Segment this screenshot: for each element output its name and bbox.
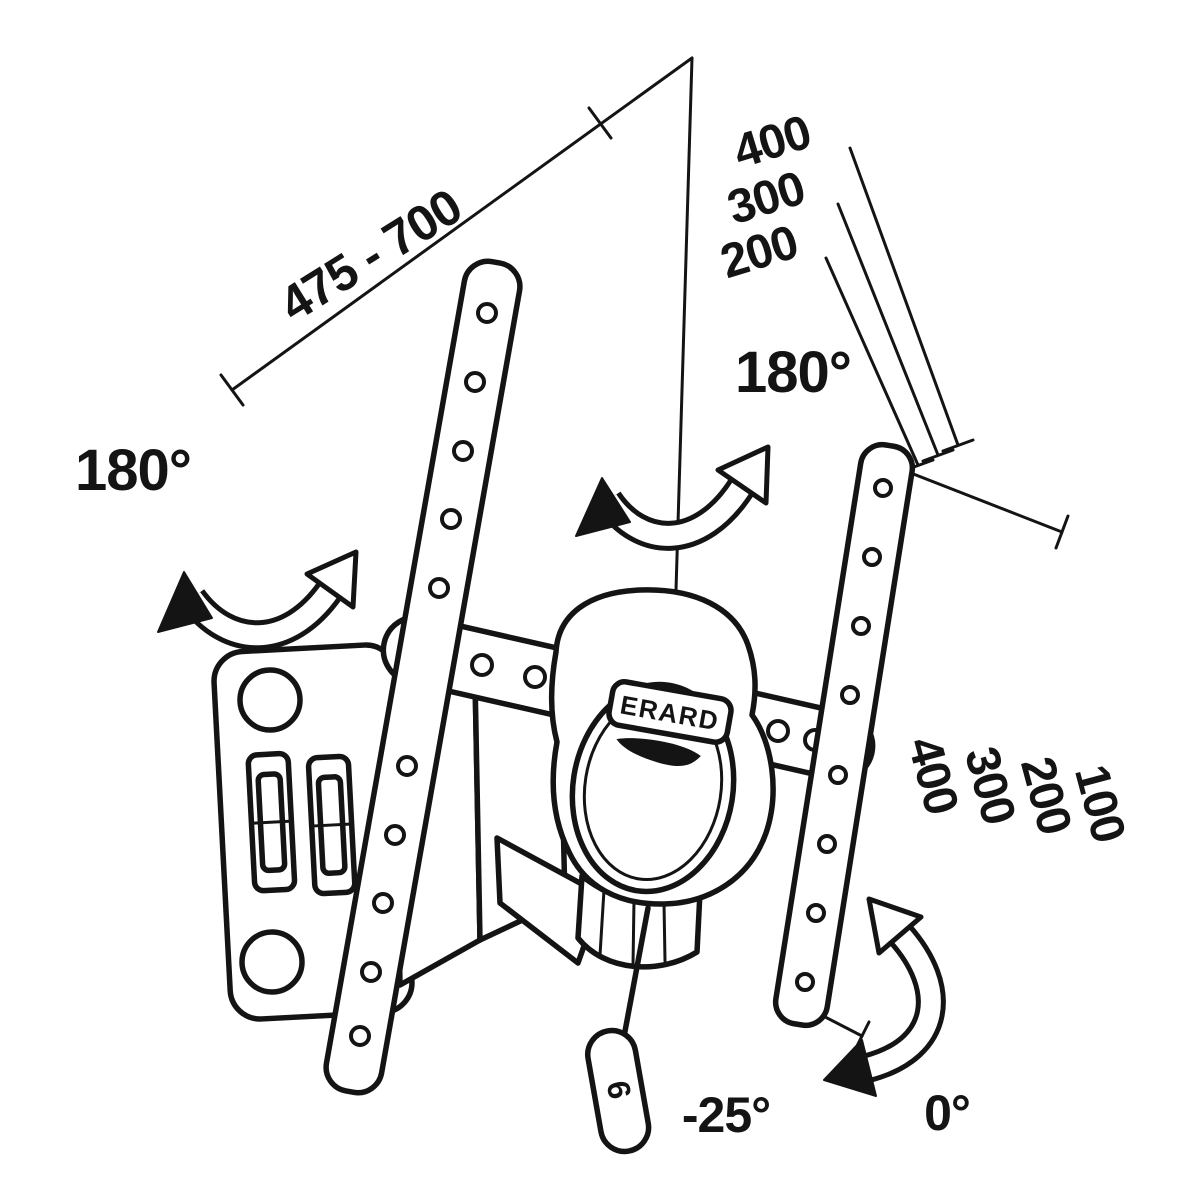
rail-hole (851, 616, 871, 636)
dimension-tick (587, 106, 613, 140)
arm-extension-line (230, 56, 694, 392)
swivel-left-angle-label: 180° (75, 438, 191, 503)
swivel-top-angle-label: 180° (735, 340, 851, 405)
swivel-arrow-left-icon (157, 549, 359, 651)
rail-hole (396, 755, 418, 777)
cylinder-ridge (598, 888, 606, 957)
rail-hole (840, 685, 860, 705)
pendulum-cord (620, 905, 651, 1045)
rail-hole (349, 1025, 371, 1047)
arrow-open-head (304, 549, 359, 610)
rail-hole (428, 577, 450, 599)
dimension-tick (941, 438, 975, 453)
arrow-solid-head (157, 571, 213, 633)
pendulum-tag: 6 (584, 1027, 652, 1155)
arrow-solid-head (823, 1039, 877, 1097)
wall-plate-screw-hole (237, 667, 303, 733)
rail-hole (795, 972, 815, 992)
rail-hole (817, 834, 837, 854)
vesa-right-300-label: 300 (954, 742, 1025, 830)
rail-hole (464, 371, 486, 393)
vesa-top-ext-line (836, 202, 940, 457)
rail-hole (862, 547, 882, 567)
arrow-open-head (866, 896, 924, 956)
rail-hole (873, 478, 893, 498)
vesa-right-400-label: 400 (897, 732, 968, 820)
center-extension-line (674, 56, 694, 592)
crossbar-hole (766, 719, 790, 743)
cylinder-ridge (662, 901, 667, 963)
mount-head: ERARD 6 (548, 587, 776, 1155)
pendulum-tag-label: 6 (600, 1078, 639, 1102)
brand-badge-plate (606, 679, 734, 745)
rail-hole (452, 440, 474, 462)
dimension-tick (219, 373, 245, 407)
rail-hole (360, 961, 382, 983)
rail-hole (384, 824, 406, 846)
left-rail (323, 258, 523, 1096)
tilt-up-angle-label: 0° (924, 1085, 970, 1141)
brand-logo-swoosh-icon (616, 738, 701, 766)
vesa-top-ext-line (848, 146, 960, 447)
right-rail (772, 441, 916, 1029)
swivel-arrow-top-icon (575, 444, 771, 551)
vesa-right-100-label: 100 (1064, 760, 1135, 848)
vesa-top-200-label: 200 (715, 216, 804, 289)
arrow-solid-head (575, 477, 631, 537)
rail-hole (440, 508, 462, 530)
wall-plate-slots (245, 750, 358, 897)
dimension-tick (1054, 514, 1070, 550)
crossbar-hole (470, 653, 494, 677)
vesa-right-ext-line (896, 466, 1064, 534)
arrow-open-head (715, 444, 771, 506)
crossbar-hole (523, 665, 547, 689)
rail-hole (372, 892, 394, 914)
pendulum-tag-body (584, 1027, 652, 1155)
brand-badge: ERARD (606, 679, 734, 766)
slot-line (249, 819, 293, 825)
wall-plate-screw-hole (239, 929, 305, 995)
tilt-arrow-icon (823, 896, 946, 1097)
tilt-down-angle-label: -25° (682, 1087, 770, 1143)
rail-hole (806, 903, 826, 923)
rail-hole (828, 765, 848, 785)
cylinder-ridge (631, 898, 636, 968)
right-rail-body (772, 441, 916, 1029)
arm-range-label: 475 - 700 (270, 178, 471, 333)
slot-line (310, 822, 354, 828)
left-rail-body (323, 258, 523, 1096)
dimension-tick (921, 448, 955, 463)
arm-hinge (473, 676, 482, 942)
vesa-top-ext-line (824, 256, 920, 467)
rail-hole (476, 302, 498, 324)
